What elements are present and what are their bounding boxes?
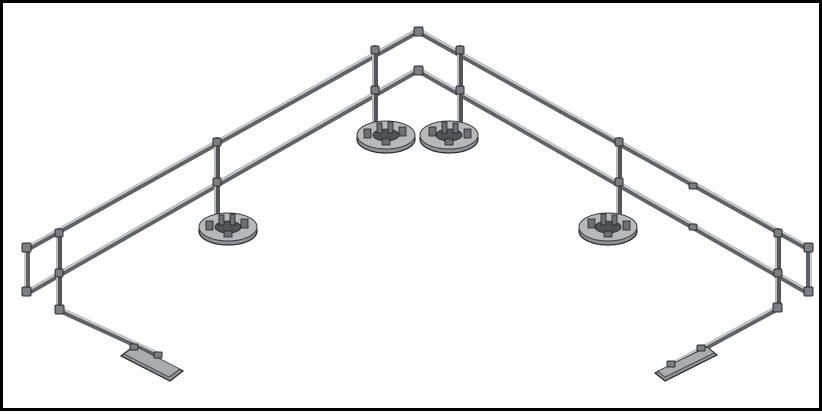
mid-rail-left (24, 67, 421, 296)
fitting-mid-apex (413, 65, 424, 76)
fitting-cl-top (370, 45, 380, 55)
fitting-rm-top (614, 137, 624, 147)
fitting-lm-top (212, 137, 222, 147)
fitting-lm-mid (212, 177, 222, 187)
top-rail-right (415, 28, 812, 296)
base-plate-left (119, 343, 185, 382)
fitting-corner-rt (803, 242, 814, 253)
base-right-mid (578, 212, 638, 246)
base-center-right (419, 120, 479, 154)
fitting-corner-rb (803, 286, 814, 297)
plate-clamp-left-b (153, 351, 163, 359)
fitting-cl-mid (370, 85, 380, 95)
fitting-coupler-r1 (688, 182, 698, 190)
top-rail-left (24, 28, 421, 296)
plate-clamp-right-b (666, 360, 676, 368)
fitting-rm-mid (614, 177, 624, 187)
fitting-le-top (54, 228, 64, 238)
fitting-re-bottom (772, 302, 783, 313)
fitting-le-mid (54, 268, 64, 278)
rail-fittings (21, 26, 814, 315)
fitting-corner-lb (21, 286, 32, 297)
fitting-re-top (773, 228, 783, 238)
fitting-cr-mid (455, 85, 465, 95)
base-center-left (356, 120, 416, 154)
base-plate-right (653, 344, 719, 382)
fitting-re-mid (773, 268, 783, 278)
fitting-coupler-r2 (688, 223, 698, 231)
plate-clamp-left-a (129, 343, 139, 351)
plate-clamp-right-a (696, 344, 706, 352)
base-left-mid (198, 212, 258, 246)
fitting-cr-top (455, 45, 465, 55)
guardrail-diagram (21, 26, 814, 382)
fitting-le-bottom (54, 304, 65, 315)
mid-rail-right (415, 67, 812, 296)
bottom-rail-left (57, 307, 161, 358)
fitting-top-apex (413, 26, 424, 37)
fitting-corner-lt (21, 242, 32, 253)
